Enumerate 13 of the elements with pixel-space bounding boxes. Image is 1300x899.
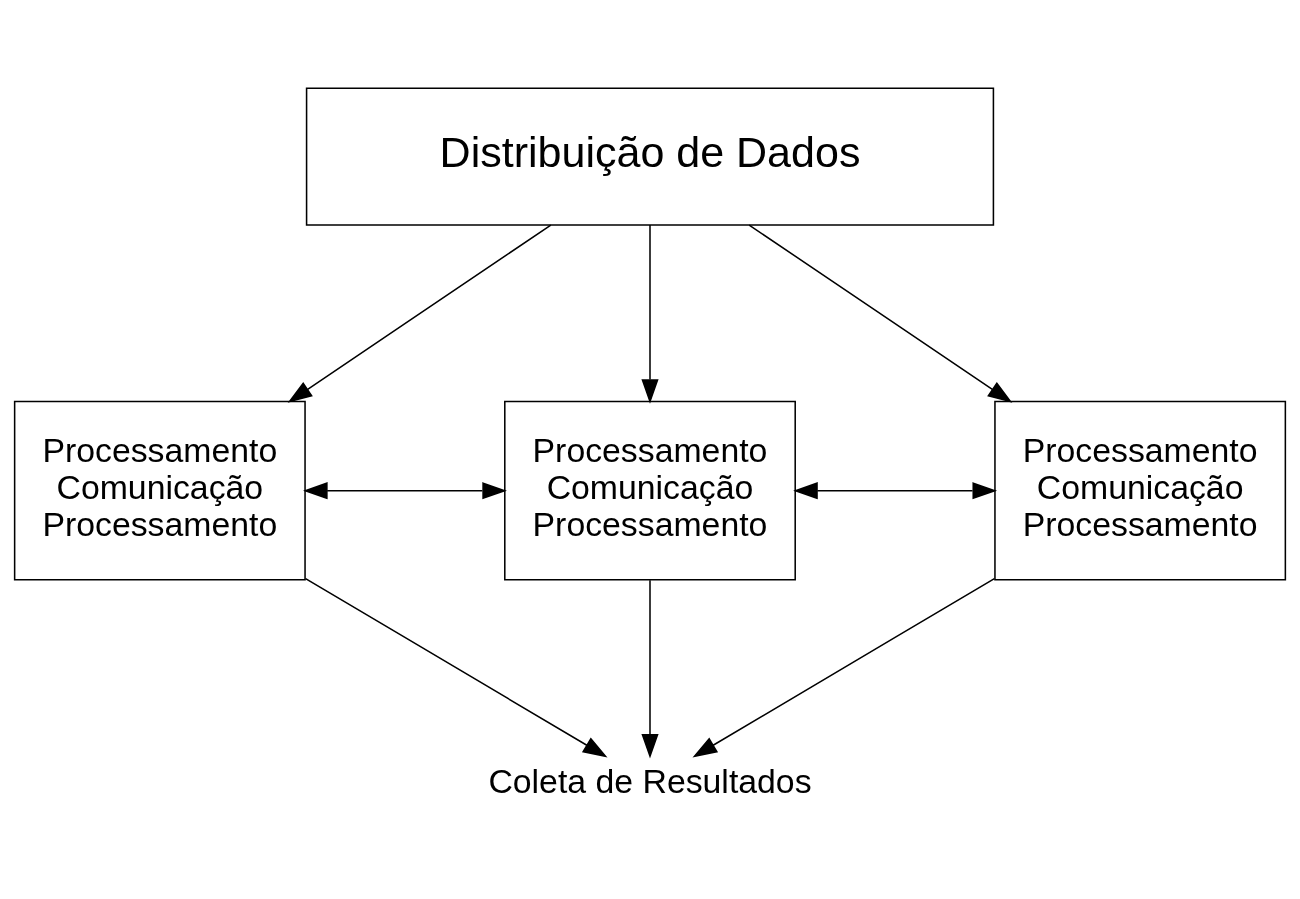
arrow	[641, 223, 659, 404]
node-box: Processamento Comunicação Processamento	[13, 400, 306, 581]
node-box: Distribuição de Dados	[305, 86, 995, 226]
node-box: Processamento Comunicação Processamento	[994, 400, 1287, 581]
arrow	[793, 481, 998, 499]
node-text: Coleta de Resultados	[488, 761, 812, 800]
arrow	[287, 223, 552, 403]
arrow	[641, 578, 659, 759]
arrow	[692, 577, 996, 757]
arrow	[303, 481, 507, 499]
arrow	[748, 223, 1013, 403]
node-box: Processamento Comunicação Processamento	[504, 400, 796, 581]
arrow	[304, 577, 608, 757]
